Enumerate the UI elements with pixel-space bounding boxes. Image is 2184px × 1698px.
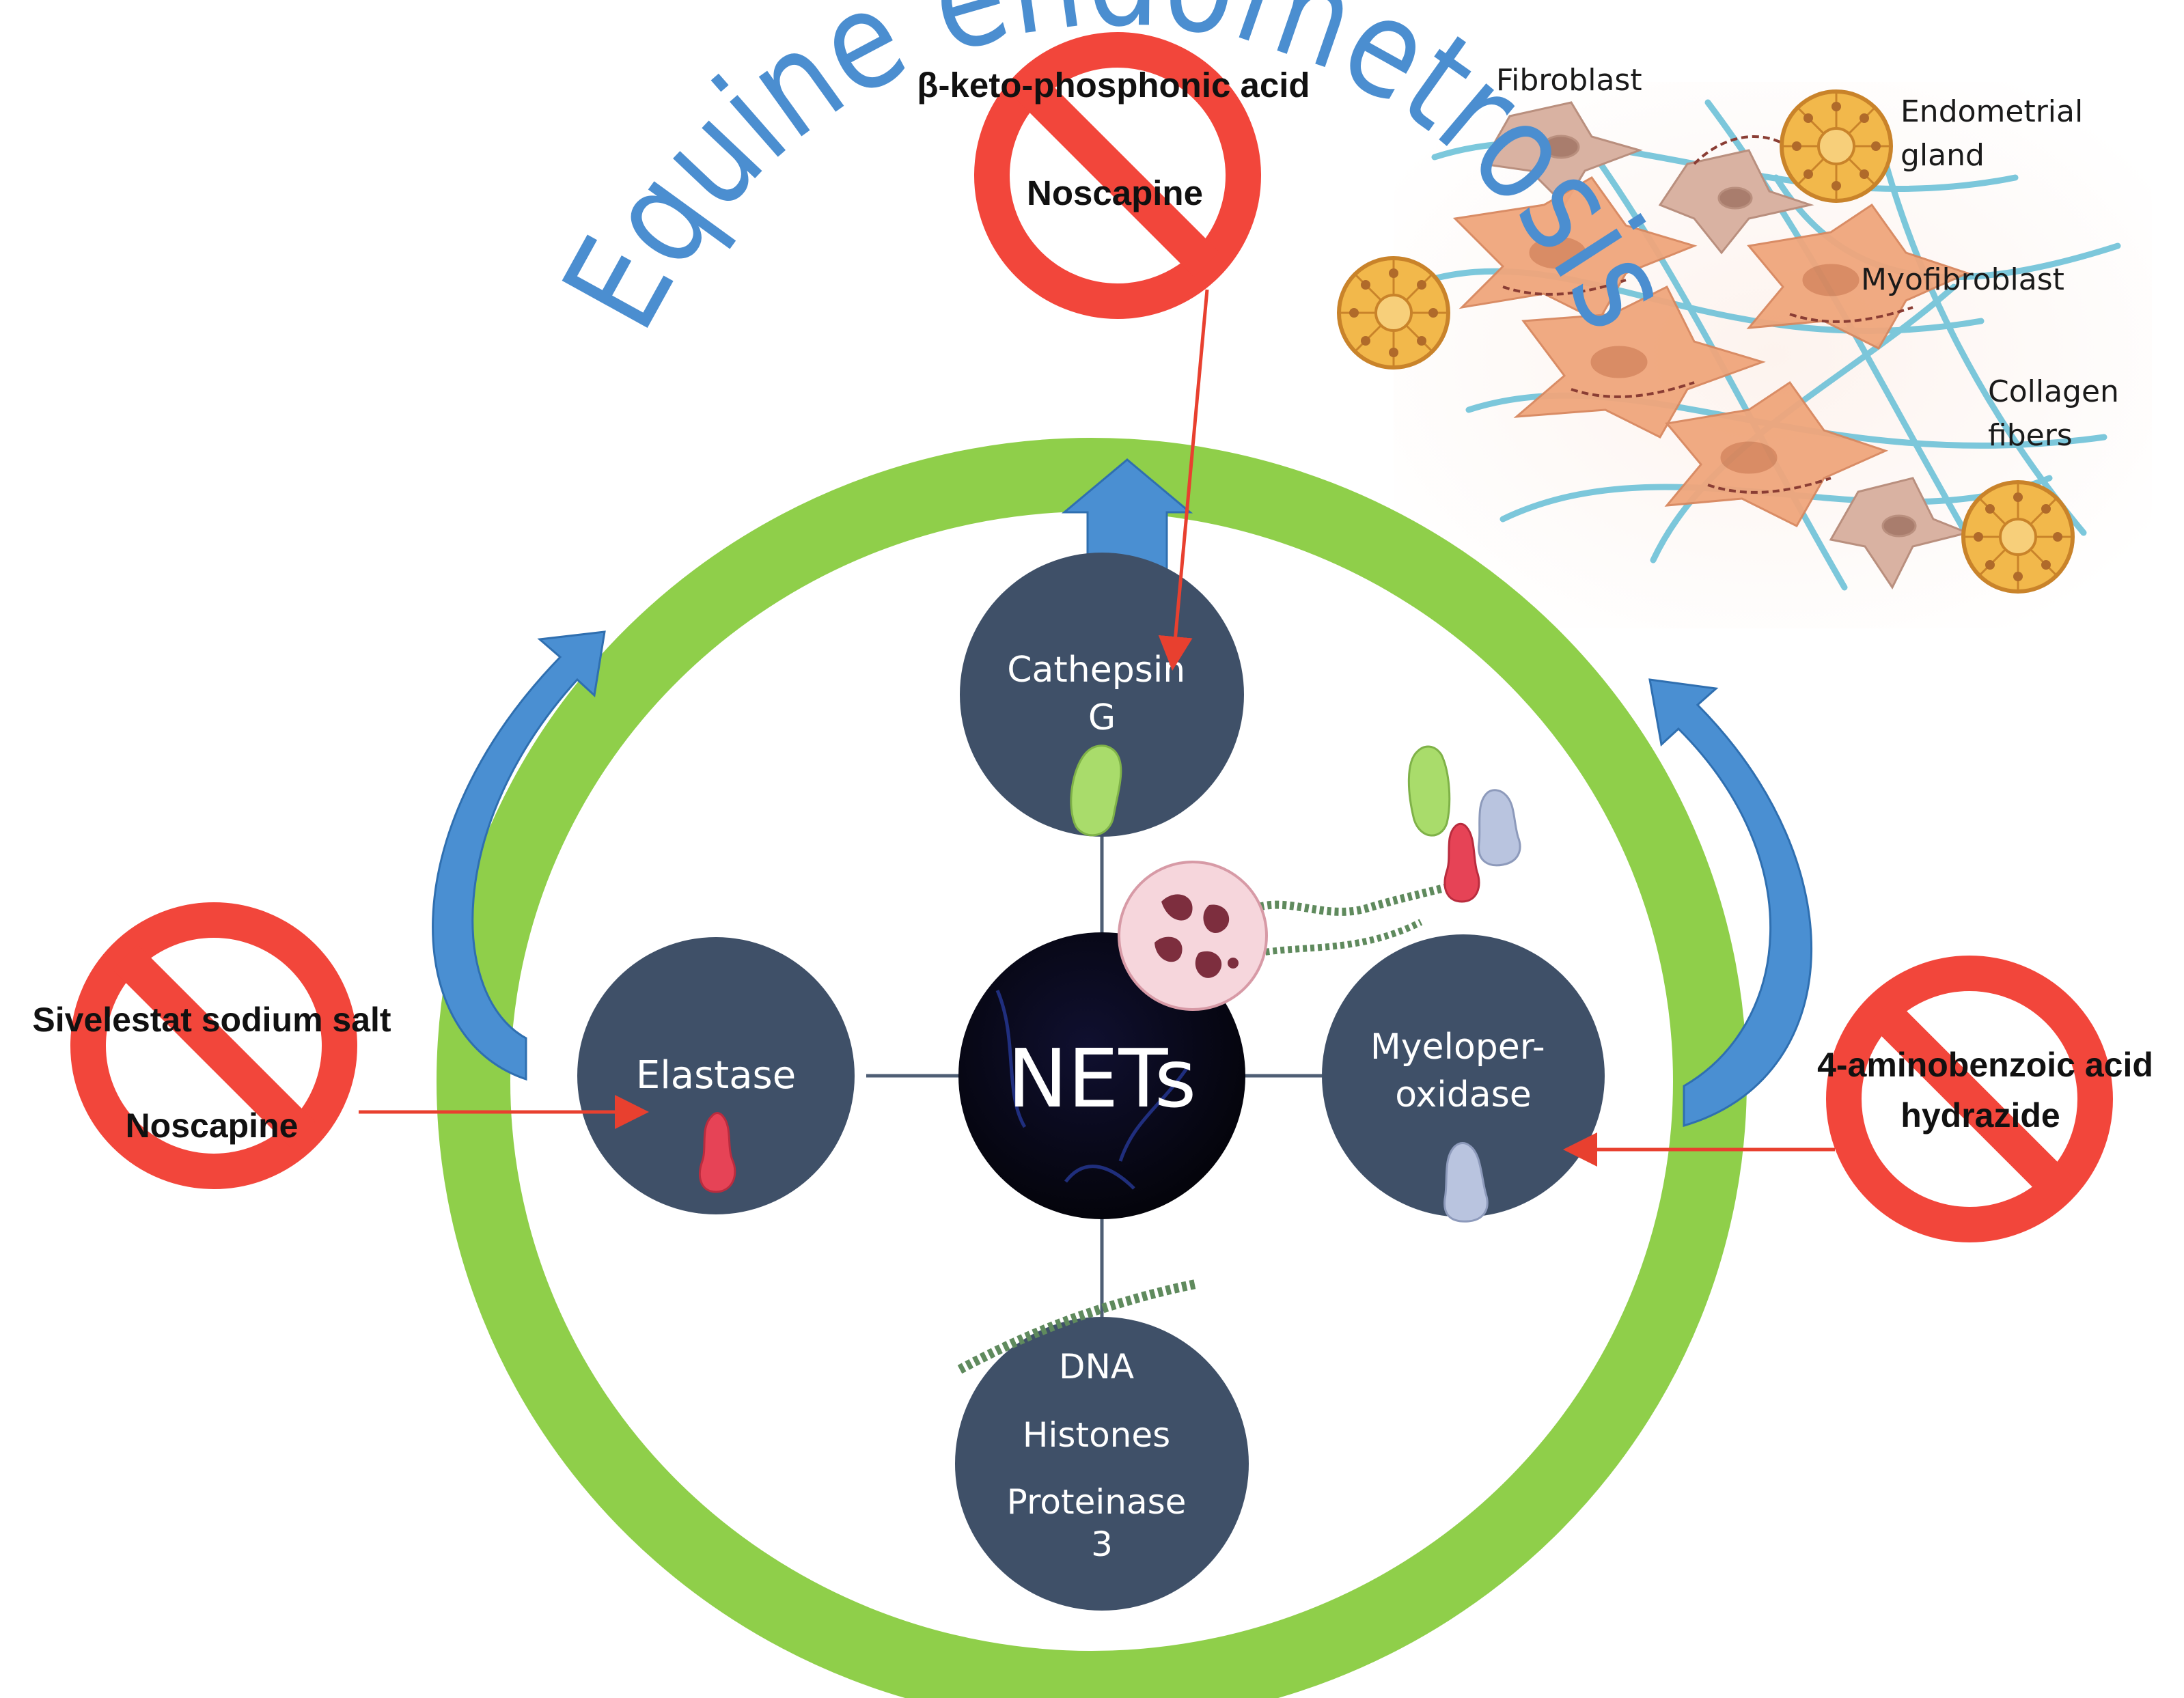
up-arrow-icon (1061, 458, 1193, 576)
inhibit-symbol-right (1826, 956, 2113, 1242)
green-enzyme-icon (1407, 745, 1451, 837)
endometrial-gland-label: Endometrial gland (1900, 94, 2092, 173)
svg-text:Cathepsin G: Cathepsin G (1007, 650, 1197, 738)
right-curved-arrow-icon (1648, 678, 1812, 1127)
svg-text:Noscapine: Noscapine (1027, 173, 1203, 212)
svg-text:Sivelestat sodium salt: Sivelestat sodium salt (32, 1001, 391, 1039)
inhibition-arrows (359, 289, 1835, 1167)
svg-text:Noscapine: Noscapine (126, 1107, 299, 1145)
elastase-enzyme-icon (699, 1112, 736, 1193)
node-myeloperoxidase: Myeloper- oxidase (1322, 934, 1605, 1223)
endometrial-gland-icon (1963, 482, 2073, 591)
inhibitor-labels-left: Sivelestat sodium salt Noscapine (32, 1001, 391, 1145)
svg-text:Elastase: Elastase (636, 1053, 796, 1098)
myeloperoxidase-enzyme-icon (1443, 1142, 1489, 1223)
collagen-fibers-label: Collagen fibers (1988, 374, 2129, 453)
inhibitor-labels-top: β-keto-phosphonic acid Noscapine (917, 66, 1310, 212)
red-enzyme-icon (1443, 822, 1480, 903)
node-dna-histones-proteinase: DNA Histones Proteinase 3 (955, 1317, 1249, 1611)
cathepsin-g-enzyme-icon (1070, 744, 1122, 837)
inhibitor-labels-right: 4-aminobenzoic acid hydrazide (1817, 1046, 2153, 1135)
myofibroblast-label: Myofibroblast (1861, 262, 2064, 297)
svg-text:NETs: NETs (1008, 1031, 1197, 1126)
endometrial-tissue-illustration (1339, 82, 2152, 628)
endometrial-gland-icon (1782, 92, 1891, 201)
myofibroblast-cells (1452, 176, 1971, 527)
svg-text:4-aminobenzoic acid: 4-aminobenzoic acid (1817, 1046, 2153, 1084)
hub-connectors (866, 830, 1322, 1318)
left-curved-arrow-icon (432, 630, 606, 1081)
fibroblast-label: Fibroblast (1496, 63, 1642, 98)
inhibit-symbol-left (70, 902, 357, 1189)
released-enzymes (1407, 745, 1521, 903)
neutrophil-cell-icon (1118, 861, 1470, 1011)
blue-arrows (432, 458, 1812, 1127)
node-elastase: Elastase (577, 937, 855, 1214)
cell-contraction-arrows (1502, 135, 1913, 494)
node-cathepsin-g: Cathepsin G (960, 553, 1244, 837)
fibroblast-cells (1480, 101, 1971, 589)
inhibit-symbol-top (974, 32, 1261, 319)
svg-text:β-keto-phosphonic acid: β-keto-phosphonic acid (917, 66, 1310, 105)
dna-strand-icon (957, 1279, 1197, 1374)
endometrial-gland-icon (1339, 258, 1448, 367)
svg-text:Myeloper- oxidase: Myeloper- oxidase (1370, 1027, 1556, 1115)
lavender-enzyme-icon (1478, 789, 1521, 867)
svg-text:DNA Histones Prote: DNA Histones Proteinase 3 (1007, 1347, 1198, 1564)
svg-text:hydrazide: hydrazide (1900, 1096, 2060, 1135)
